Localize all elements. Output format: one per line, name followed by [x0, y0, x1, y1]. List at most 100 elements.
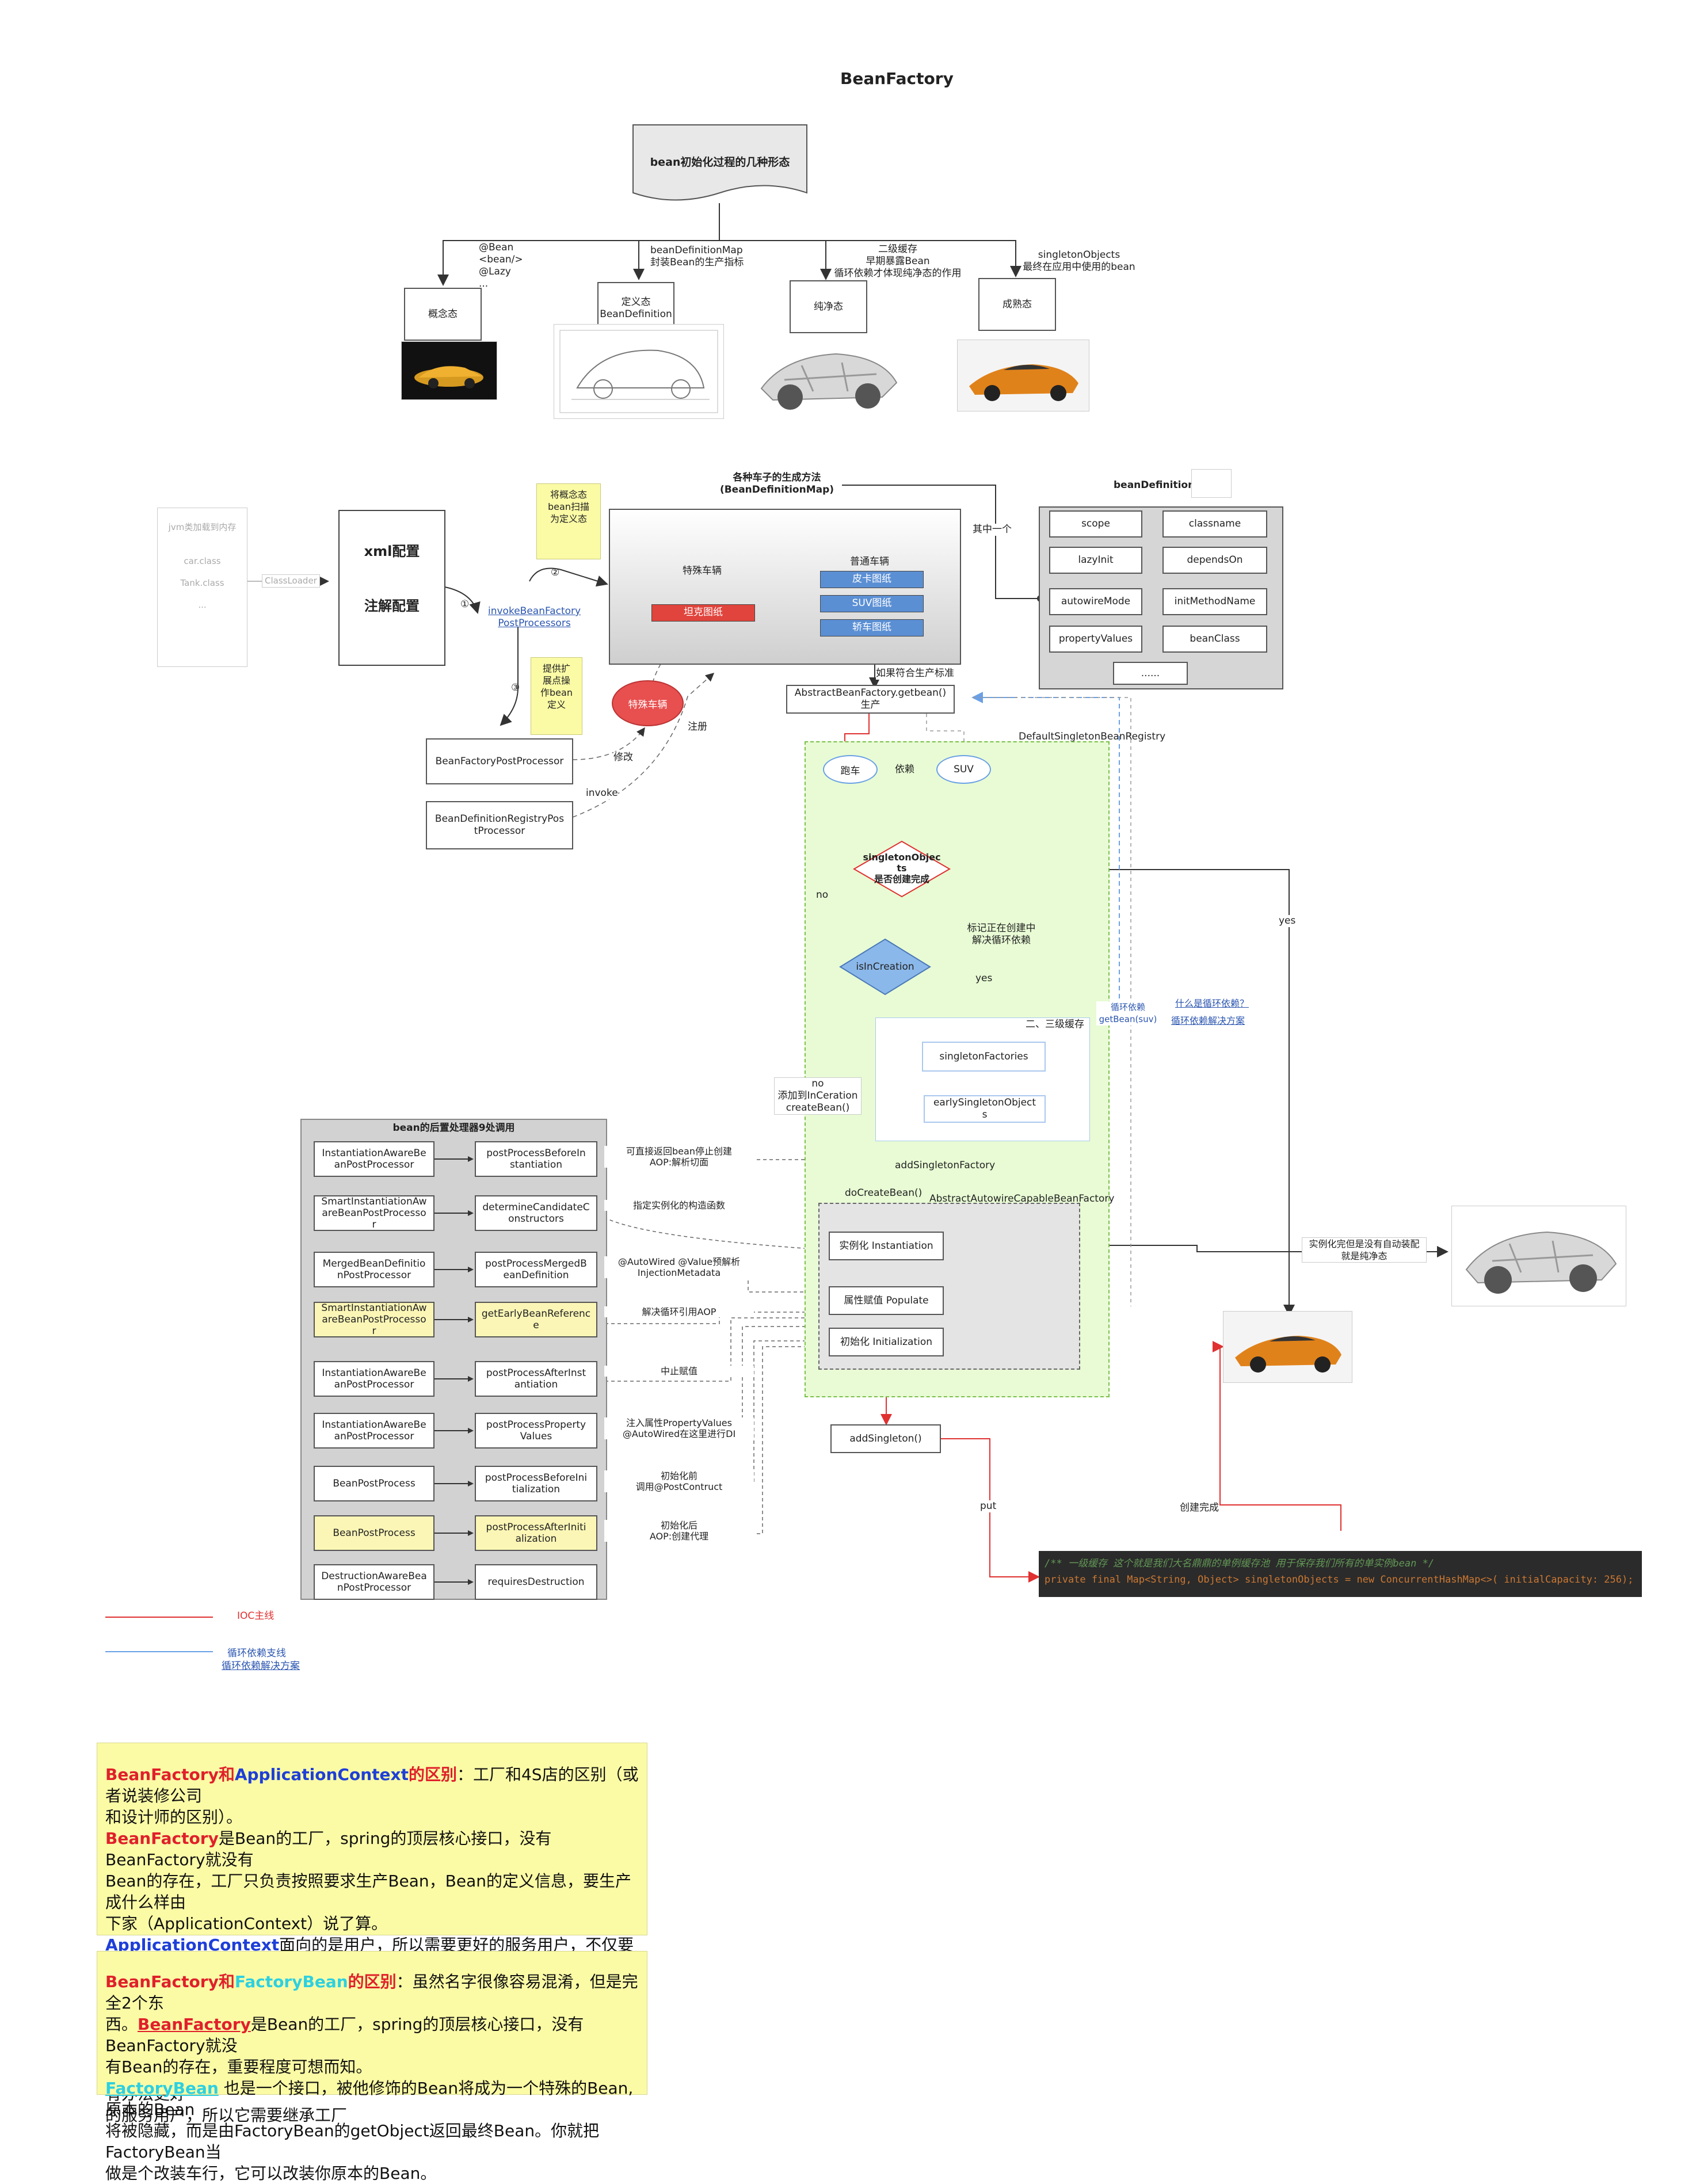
processor-type: InstantiationAwareBe anPostProcessor [314, 1361, 434, 1397]
concept-car-image [401, 341, 497, 400]
pure-frame-image-2 [1451, 1206, 1626, 1306]
d1-head-pre: BeanFactory和 [105, 1765, 235, 1784]
d1-bf-text: 是Bean的工厂，spring的顶层核心接口，没有BeanFactory就没有 … [105, 1829, 632, 1933]
d2-head-pre: BeanFactory和 [105, 1972, 235, 1991]
normal-blueprint: 轿车图纸 [820, 619, 924, 636]
suv-node: SUV [936, 755, 991, 784]
processor-method: requiresDestruction [475, 1564, 597, 1600]
processor-type: MergedBeanDefinitio nPostProcessor [314, 1252, 434, 1287]
tank-blueprint: 坦克图纸 [651, 604, 755, 622]
code-line: private final Map<String, Object> single… [1045, 1574, 1634, 1585]
legend-cycle: 循环依赖支线 [227, 1648, 286, 1659]
jvm-panel: jvm类加载到内存 car.class Tank.class ... [157, 508, 247, 667]
processor-note: 指定实例化的构造函数 [604, 1200, 754, 1211]
populate-box: 属性赋值 Populate [829, 1286, 944, 1315]
mark-creating-label: 标记正在创建中 解决循环依赖 [967, 923, 1036, 946]
processor-panel-title: bean的后置处理器9处调用 [392, 1122, 515, 1134]
what-cycle-link[interactable]: 什么是循环依赖？ [1175, 998, 1249, 1009]
bd-field: scope [1049, 510, 1142, 538]
processor-type: BeanPostProcess [314, 1515, 434, 1551]
legend-ioc: IOC主线 [237, 1610, 275, 1622]
produce-label: 如果符合生产标准 [876, 668, 954, 680]
normal-blueprint: SUV图纸 [820, 595, 924, 612]
legend-cycle-link[interactable]: 循环依赖解决方案 [222, 1660, 300, 1672]
invoke-bfpp-link[interactable]: invokeBeanFactory PostProcessors [488, 605, 581, 629]
bean-definition-thumb [1191, 469, 1232, 498]
modify-label: 修改 [613, 752, 633, 764]
processor-type: BeanPostProcess [314, 1466, 434, 1501]
cycle-dependency-label: 循环依赖 getBean(suv) [1096, 1001, 1160, 1026]
d2-intro: ：虽然名字很像容易混淆，但是完全2个东 西。 [105, 1972, 638, 2034]
jvm-title: jvm类加载到内存 [168, 522, 237, 532]
singleton-check-diamond: singletonObjec ts 是否创建完成 [853, 840, 951, 898]
singleton-factories-box: singletonFactories [922, 1042, 1046, 1072]
suv-label: SUV [954, 764, 974, 775]
created-label: 创建完成 [1180, 1502, 1219, 1514]
processor-type: SmartInstantiationAw areBeanPostProcesso… [314, 1195, 434, 1231]
pure-note: 二级缓存 早期暴露Bean 循环依赖才体现纯净态的作用 [834, 243, 962, 279]
config-box: xml配置 注解配置 [338, 510, 445, 666]
processor-method: determineCandidateC onstructors [475, 1195, 597, 1231]
autowire-factory-label: AbstractAutowireCapableBeanFactory [929, 1193, 1115, 1205]
processor-note: 初始化后 AOP:创建代理 [604, 1520, 754, 1542]
cycle-solution-link[interactable]: 循环依赖解决方案 [1171, 1015, 1245, 1026]
processor-arrow [434, 1156, 474, 1162]
processor-note: 可直接返回bean停止创建 AOP:解析切面 [604, 1146, 754, 1168]
processor-arrow [434, 1481, 474, 1487]
processor-arrow [434, 1317, 474, 1322]
processor-note: 注入属性PropertyValues @AutoWired在这里进行DI [604, 1417, 754, 1439]
processor-method: postProcessAfterInst antiation [475, 1361, 597, 1397]
jvm-item: car.class [184, 556, 221, 566]
depends-label: 依赖 [895, 764, 914, 776]
invoke-label: invoke [586, 787, 618, 799]
concept-box: 概念态 [404, 288, 482, 341]
bfpp-box: BeanFactoryPostProcessor [426, 738, 573, 784]
processor-arrow [434, 1428, 474, 1434]
bd-field: lazyInit [1049, 547, 1142, 574]
blueprint-image [554, 324, 724, 419]
instantiation-box: 实例化 Instantiation [829, 1232, 944, 1260]
d1-head-ac: ApplicationContext [234, 1765, 409, 1784]
annotation-config: 注解配置 [364, 598, 420, 614]
root-node: bean初始化过程的几种形态 [632, 124, 808, 207]
processor-note: 解决循环引用AOP [604, 1306, 754, 1317]
bd-field: classname [1162, 510, 1267, 538]
pure-box: 纯净态 [790, 280, 867, 333]
pure-frame-image [750, 334, 906, 420]
difference-note-2 [97, 1951, 647, 2095]
processor-note: 中止赋值 [604, 1366, 754, 1377]
processor-arrow [434, 1376, 474, 1382]
processor-arrow [434, 1267, 474, 1272]
bean-definition-map: 特殊车辆 坦克图纸 普通车辆 皮卡图纸 SUV图纸 轿车图纸 [609, 509, 961, 665]
step-3: ③ [511, 682, 520, 693]
no-label: no [816, 889, 829, 901]
sports-car-node: 跑车 [823, 755, 878, 784]
mature-box: 成熟态 [978, 278, 1056, 331]
processor-arrow [434, 1210, 474, 1216]
concept-note: @Bean <bean/> @Lazy ... [479, 242, 523, 289]
register-label: 注册 [688, 721, 707, 733]
step-1: ① [460, 599, 470, 610]
sports-car-label: 跑车 [840, 765, 860, 777]
one-of-label: 其中一个 [973, 524, 1012, 536]
d1-head-post: 的区别 [408, 1765, 457, 1784]
special-car-node: 特殊车辆 [612, 680, 684, 726]
special-car-label: 特殊车辆 [628, 699, 668, 711]
processor-method: postProcessBeforeIn stantiation [475, 1141, 597, 1177]
normal-title: 普通车辆 [850, 556, 889, 567]
d1-intro: ：工厂和4S店的区别（或者说装修公司 和设计师的区别）。 [105, 1765, 639, 1827]
map-title: 各种车子的生成方法 (BeanDefinitionMap) [719, 472, 834, 496]
sticky-extension-note: 提供扩 展点操 作bean 定义 [531, 657, 582, 735]
bd-field: dependsOn [1162, 547, 1267, 574]
mature-car-image-2 [1223, 1311, 1352, 1383]
page-title: BeanFactory [840, 69, 954, 88]
processor-method: postProcessProperty Values [475, 1413, 597, 1449]
third-cache-label: 二、三级缓存 [1026, 1019, 1084, 1030]
getbean-box: AbstractBeanFactory.getbean() 生产 [786, 685, 955, 714]
special-title: 特殊车辆 [683, 565, 722, 577]
d1-bf: BeanFactory [105, 1829, 219, 1848]
bd-field: propertyValues [1049, 626, 1142, 653]
code-snippet: /** 一级缓存 这个就是我们大名鼎鼎的单例缓存池 用于保存我们所有的单实例be… [1039, 1551, 1642, 1597]
processor-type: InstantiationAwareBe anPostProcessor [314, 1413, 434, 1449]
processor-arrow [434, 1579, 474, 1585]
